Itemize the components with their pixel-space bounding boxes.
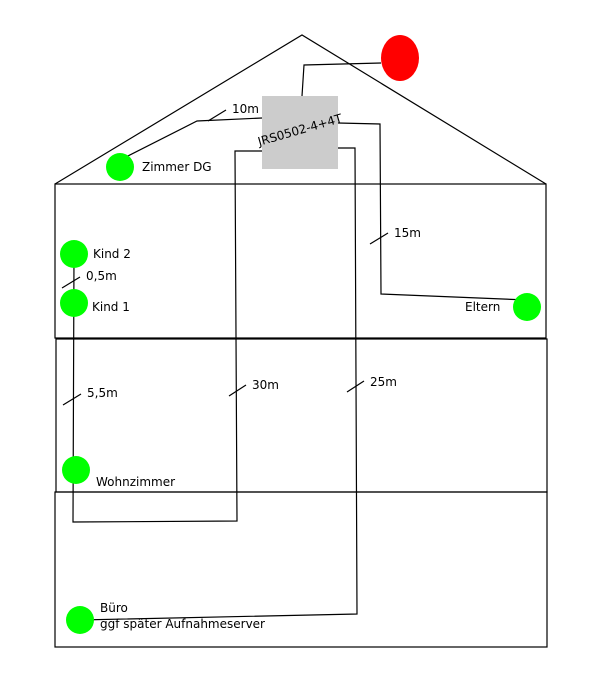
tick-0-5m	[61, 276, 81, 289]
switch-box	[262, 96, 338, 169]
node-kind1	[60, 289, 88, 317]
node-wohnzimmer	[62, 456, 90, 484]
length-label: 5,5m	[87, 386, 118, 400]
tick-30m	[228, 384, 247, 397]
room-label: Zimmer DG	[142, 160, 212, 174]
outside-node	[381, 35, 419, 81]
tick-10m	[207, 109, 227, 122]
node-zimmer-dg	[106, 153, 134, 181]
room-label: Eltern	[465, 300, 500, 314]
room-label: Wohnzimmer	[96, 475, 175, 489]
roof-outline	[54, 34, 547, 185]
room-label: Kind 1	[92, 300, 130, 314]
cable-zimmer-dg	[119, 117, 263, 161]
room-note: ggf später Aufnahmeserver	[100, 617, 265, 631]
tick-15m	[369, 232, 389, 245]
node-eltern	[513, 293, 541, 321]
cable-eltern	[337, 122, 528, 301]
length-label: 10m	[232, 102, 259, 116]
length-label: 30m	[252, 378, 279, 392]
cable-wohnzimmer-kind	[72, 150, 262, 523]
floor-upper	[55, 338, 548, 493]
node-kind2	[60, 240, 88, 268]
room-label: Büro	[100, 601, 128, 615]
length-label: 15m	[394, 226, 421, 240]
cable-outside	[301, 62, 382, 97]
room-label: Kind 2	[93, 247, 131, 261]
floor-attic	[54, 183, 547, 339]
length-label: 25m	[370, 375, 397, 389]
length-label: 0,5m	[86, 269, 117, 283]
tick-25m	[346, 380, 365, 393]
cable-buero	[79, 147, 358, 621]
floor-ground	[54, 491, 548, 648]
tick-5-5m	[62, 393, 82, 406]
node-buero	[66, 606, 94, 634]
